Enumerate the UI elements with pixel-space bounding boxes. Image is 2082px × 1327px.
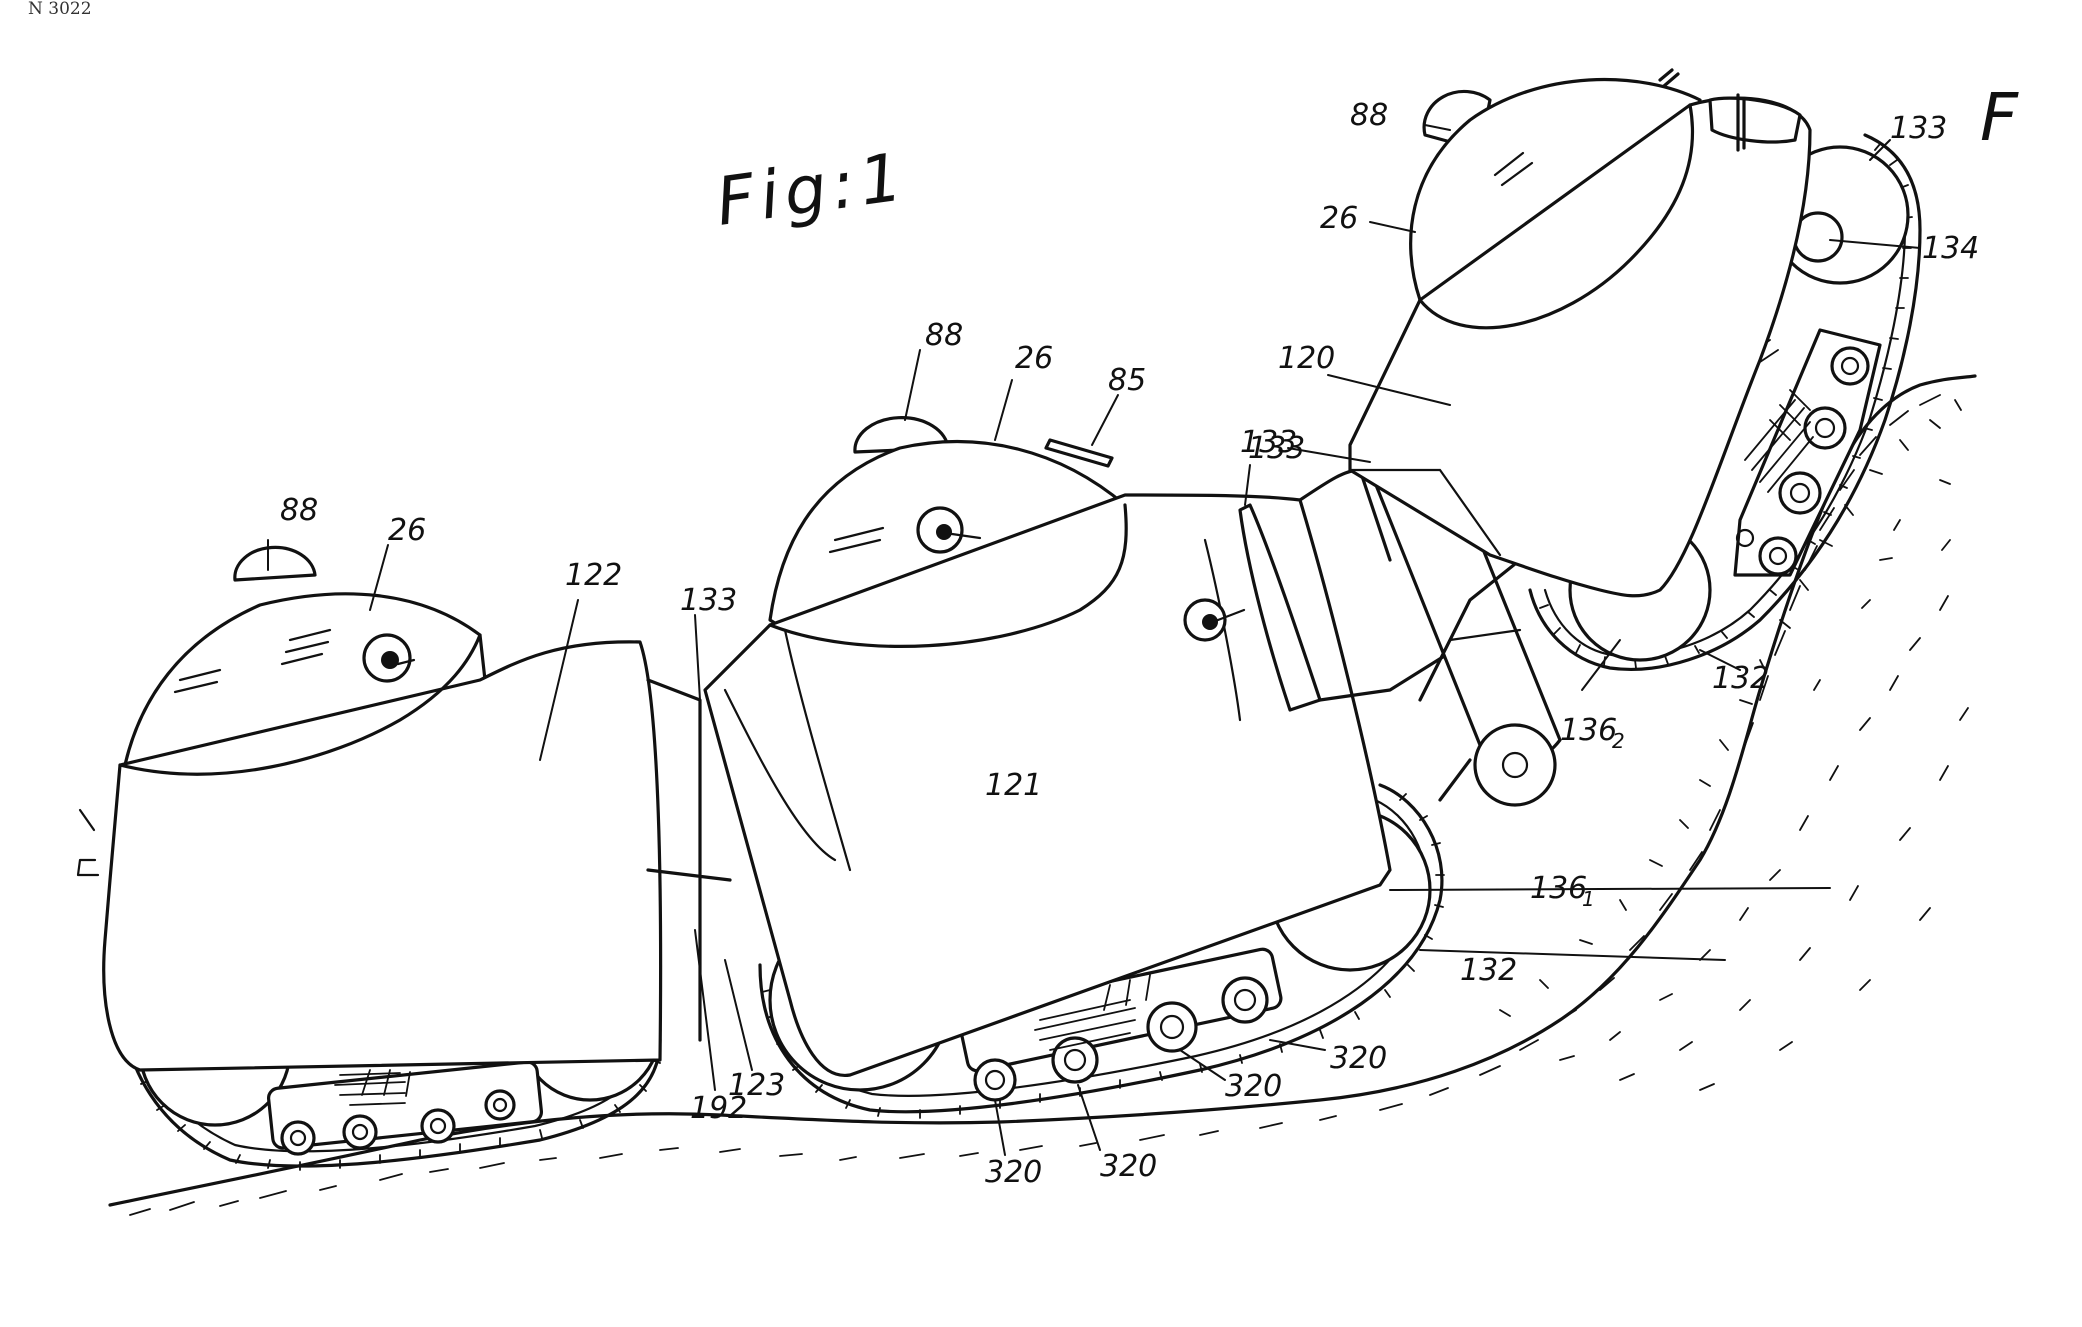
svg-text:1: 1 — [1582, 887, 1595, 911]
label-120: 120 — [1278, 341, 1335, 376]
figure-title-cut: F — [1980, 79, 2024, 156]
label-123: 123 — [728, 1068, 785, 1103]
label-26-middle: 26 — [1015, 341, 1053, 376]
label-136-2: 136 2 — [1560, 713, 1625, 753]
label-88-right: 88 — [1350, 98, 1388, 133]
label-26-left: 26 — [388, 513, 426, 548]
corner-mark: N 3022 — [28, 0, 92, 19]
svg-text:136: 136 — [1530, 871, 1587, 906]
label-88-middle: 88 — [925, 318, 963, 353]
label-320-a: 320 — [1330, 1041, 1387, 1076]
label-133-middle: 133 — [1248, 431, 1305, 466]
label-320-d: 320 — [1100, 1149, 1157, 1184]
leader-lines — [267, 124, 1921, 1156]
module-120 — [1348, 68, 1922, 671]
label-133-joint: 133 — [1240, 425, 1297, 460]
label-320-c: 320 — [985, 1155, 1042, 1190]
figure-title: Fig:1 — [712, 138, 913, 241]
label-192: 192 — [690, 1091, 747, 1126]
label-133-right: 133 — [1890, 111, 1947, 146]
svg-text:136: 136 — [1560, 713, 1617, 748]
label-132-right: 132 — [1712, 661, 1769, 696]
label-122: 122 — [565, 558, 622, 593]
label-320-b: 320 — [1225, 1069, 1282, 1104]
label-26-right: 26 — [1320, 201, 1358, 236]
svg-text:2: 2 — [1612, 729, 1625, 753]
module-121 — [703, 416, 1562, 1119]
module-122 — [76, 545, 732, 1171]
label-85: 85 — [1108, 363, 1146, 398]
label-121: 121 — [985, 768, 1042, 803]
label-132-middle: 132 — [1460, 953, 1517, 988]
label-88-left: 88 — [280, 493, 318, 528]
label-134: 134 — [1922, 231, 1979, 266]
reference-labels: 88 26 122 133 88 26 85 133 121 88 26 120… — [280, 98, 1979, 1190]
label-136-1: 136 1 — [1530, 871, 1595, 911]
label-133-left: 133 — [680, 583, 737, 618]
